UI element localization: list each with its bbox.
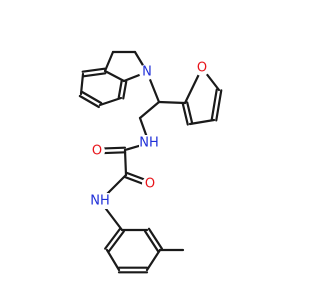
bond-f2-f3-b [186, 101, 194, 125]
bond-c4-c3a-b [81, 67, 106, 73]
bond-layer [78, 50, 223, 274]
bond-p1-p2-a [104, 227, 122, 250]
bond-c7a-c7-b [122, 80, 128, 100]
bond-c6-c5-a [81, 90, 103, 105]
atom-label-nh-lower: NH [90, 194, 110, 209]
bond-c3-c3a [103, 50, 115, 73]
bond-ch-f2 [157, 100, 187, 105]
bond-c5-c4 [79, 72, 85, 96]
bond-p4-p5 [145, 248, 162, 272]
bond-f2-f3-a [181, 102, 189, 126]
bond-p1-p2-b [107, 230, 125, 253]
atom-label-o-furan: O [197, 61, 207, 76]
structure-canvas: N O NH O O NH [78, 50, 223, 274]
bond-p2-p3 [105, 248, 121, 272]
bond-p5-p6-b [143, 230, 160, 253]
molecule-structure: N O NH O O NH [78, 50, 223, 274]
atom-o-carbonyl-1: O [89, 143, 105, 159]
atom-nh-upper: NH [139, 135, 159, 151]
bond-c6-c5-b [78, 94, 100, 109]
bond-c7a-c7-a [117, 79, 123, 99]
atom-n-indoline: N [139, 64, 155, 80]
bond-f3-f4 [188, 118, 216, 126]
atom-o-furan: O [194, 60, 210, 76]
atom-label-nh-upper: NH [139, 136, 159, 151]
bond-f4-f5-b [210, 88, 218, 121]
bond-p5-p6-a [147, 227, 164, 250]
bond-c3a-c7a [103, 69, 126, 83]
bond-c4-c3a-a [82, 72, 107, 78]
atom-nh-lower: NH [89, 193, 110, 209]
bond-ca-cb [123, 148, 128, 177]
bond-c7-c6 [98, 96, 123, 107]
bond-ch-ch2 [138, 100, 161, 120]
atom-label-o-carbonyl-1: O [92, 144, 102, 159]
atom-label-o-carbonyl-2: O [145, 177, 155, 192]
atom-label-n-indoline: N [142, 65, 152, 80]
bond-f4-f5-a [215, 89, 223, 122]
atom-o-carbonyl-2: O [142, 176, 158, 192]
